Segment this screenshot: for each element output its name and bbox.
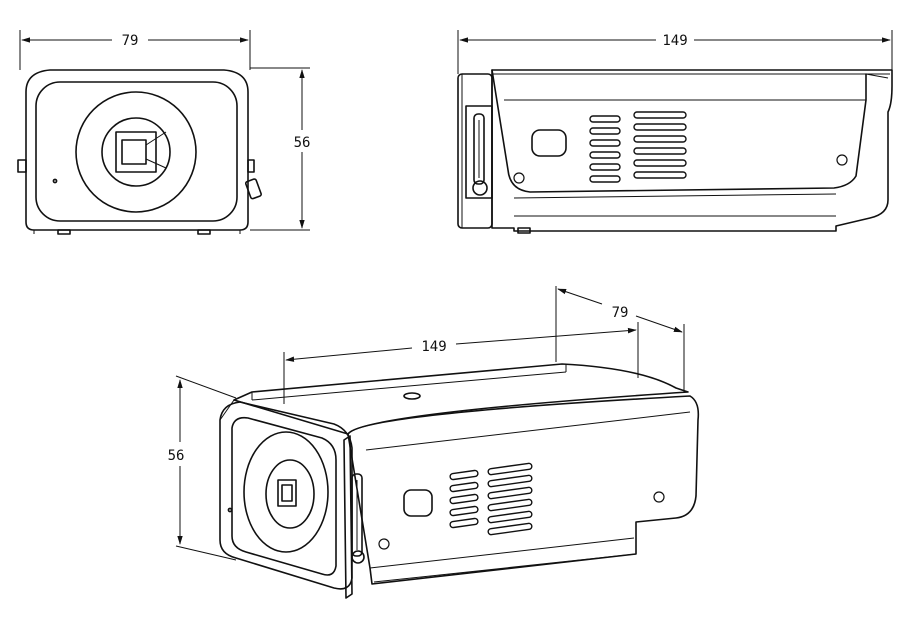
side-view-vent-slots bbox=[589, 111, 687, 183]
iso-body-outline bbox=[219, 363, 700, 599]
side-view-screw-right bbox=[836, 154, 848, 166]
front-view-lens bbox=[75, 91, 197, 213]
side-view-connector-port bbox=[531, 129, 567, 157]
side-view-body-outline bbox=[457, 69, 893, 234]
iso-focus-slider bbox=[351, 473, 365, 564]
front-view-focus-knob bbox=[244, 178, 262, 200]
iso-length-dimension: 149 bbox=[283, 322, 639, 404]
iso-screw-left bbox=[378, 538, 390, 550]
side-view: 149 bbox=[457, 30, 893, 234]
side-length-label: 149 bbox=[662, 33, 687, 49]
front-width-label: 79 bbox=[122, 33, 139, 49]
iso-connector-port bbox=[403, 489, 433, 517]
side-view-screw-left bbox=[513, 172, 525, 184]
iso-length-label: 149 bbox=[421, 339, 446, 355]
front-view-body-outline bbox=[17, 69, 255, 235]
side-view-focus-slider bbox=[472, 113, 488, 196]
iso-height-dimension: 56 bbox=[168, 375, 237, 561]
iso-lens bbox=[243, 431, 329, 553]
iso-width-dimension: 79 bbox=[555, 286, 685, 392]
front-height-label: 56 bbox=[294, 135, 311, 151]
front-height-dimension: 56 bbox=[250, 67, 311, 231]
front-width-dimension: 79 bbox=[19, 30, 251, 70]
isometric-view: 149 79 56 bbox=[168, 286, 700, 599]
iso-mount-hole bbox=[403, 392, 421, 400]
side-length-dimension: 149 bbox=[457, 30, 893, 74]
iso-width-label: 79 bbox=[612, 305, 629, 321]
iso-height-label: 56 bbox=[168, 448, 185, 464]
front-view: 79 56 bbox=[17, 30, 311, 235]
iso-led-indicator bbox=[227, 507, 233, 513]
iso-screw-right bbox=[653, 491, 665, 503]
front-view-led-indicator bbox=[52, 178, 58, 184]
iso-vent-slots bbox=[449, 462, 533, 536]
